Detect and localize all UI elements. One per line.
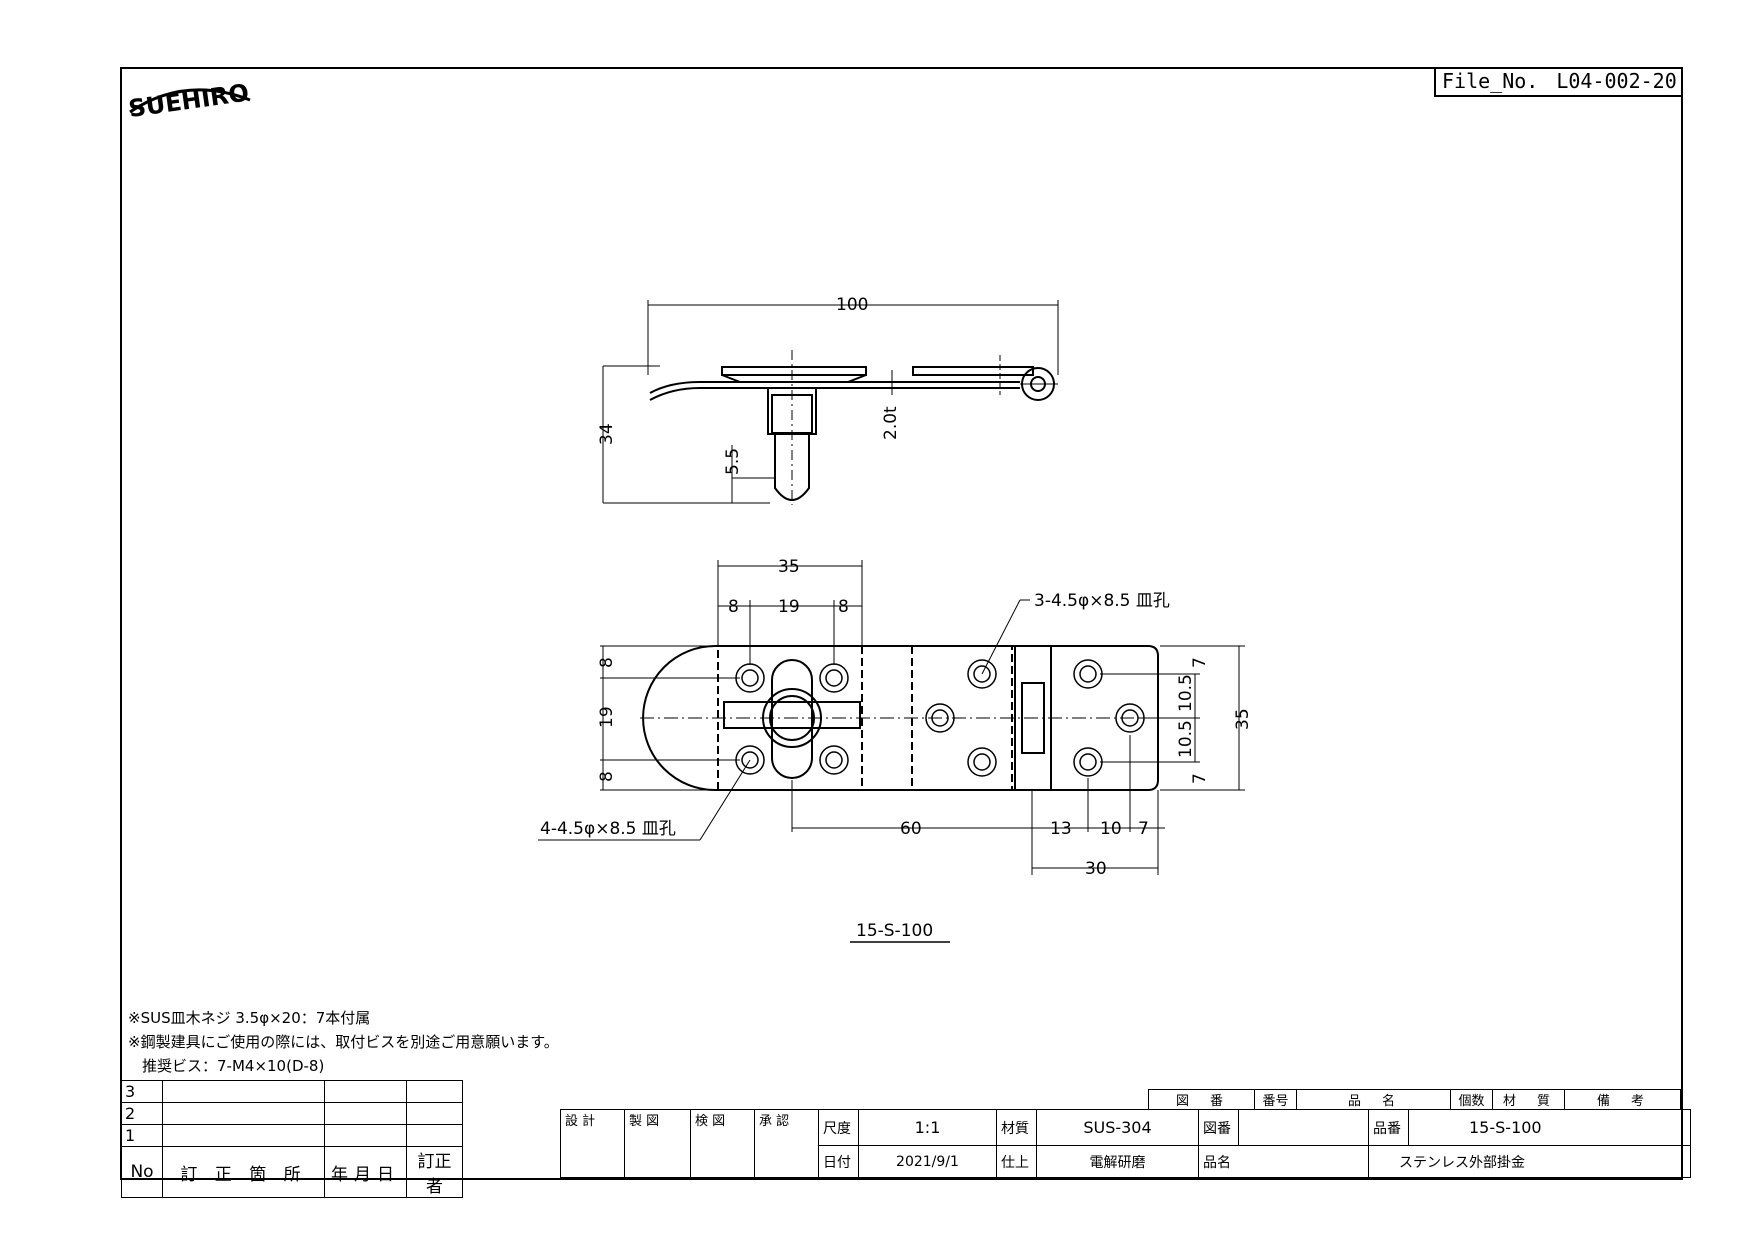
dim-right-v-bot: 7 xyxy=(1190,773,1210,784)
tb-product-label: 品番 xyxy=(1368,1109,1409,1146)
tb-drawing-no-label: 図番 xyxy=(1198,1109,1239,1146)
dim-right-v-total: 35 xyxy=(1233,708,1253,730)
rev-header-by: 訂正者 xyxy=(406,1146,463,1198)
dim-left-v-mid: 19 xyxy=(597,706,617,728)
rev-header-place: 訂 正 箇 所 xyxy=(162,1146,325,1198)
dim-right-v-top: 7 xyxy=(1190,657,1210,668)
dim-base-60: 60 xyxy=(900,819,922,839)
drawing-frame xyxy=(120,67,1683,1180)
rev-header-no: No xyxy=(121,1146,163,1198)
file-number-box: File_No. L04-002-20 xyxy=(1434,67,1683,97)
dim-side-length: 100 xyxy=(836,295,868,315)
dim-hole-mid: 19 xyxy=(778,597,800,617)
tb-date-value: 2021/9/1 xyxy=(858,1145,997,1178)
parts-drawing-no: 図 番 xyxy=(1148,1089,1255,1110)
parts-material: 材 質 xyxy=(1492,1089,1565,1110)
parts-name: 品 名 xyxy=(1296,1089,1451,1110)
tb-finish-value: 電解研磨 xyxy=(1036,1145,1199,1178)
dim-right-v-mid2: 10.5 xyxy=(1176,720,1196,758)
dim-base-13: 13 xyxy=(1050,819,1072,839)
hole-note-right: 3-4.5φ×8.5 皿孔 xyxy=(1034,591,1170,611)
title-block: 設 計 製 図 検 図 承 認 尺度 1:1 材質 SUS-304 図番 品番 … xyxy=(560,1109,1691,1178)
note-2: ※鋼製建具にご使用の際には、取付ビスを別途ご用意願います。 xyxy=(128,1033,559,1051)
suehiro-logo: SUEHIRO xyxy=(127,79,251,124)
dim-side-thickness: 2.0t xyxy=(881,406,901,440)
rev-no-1: 1 xyxy=(121,1124,163,1147)
dim-base-10: 10 xyxy=(1100,819,1122,839)
tb-product-value: 15-S-100 xyxy=(1408,1109,1691,1146)
tb-draw: 製 図 xyxy=(624,1109,691,1178)
tb-name-value: ステンレス外部掛金 xyxy=(1368,1145,1691,1178)
parts-header: 図 番 番号 品 名 個数 材 質 備 考 xyxy=(1148,1089,1681,1110)
tb-check: 検 図 xyxy=(690,1109,755,1178)
rev-no-3: 3 xyxy=(121,1080,163,1103)
tb-date-label: 日付 xyxy=(818,1145,859,1178)
dim-plate-width: 35 xyxy=(778,557,800,577)
plan-view xyxy=(538,560,1245,875)
dim-hole-left: 8 xyxy=(728,597,739,617)
tb-scale-label: 尺度 xyxy=(818,1109,859,1146)
hole-note-left: 4-4.5φ×8.5 皿孔 xyxy=(540,819,676,839)
dim-side-height: 34 xyxy=(597,423,617,445)
notes: ※SUS皿木ネジ 3.5φ×20：7本付属 ※鋼製建具にご使用の際には、取付ビス… xyxy=(128,1006,559,1078)
tb-approve: 承 認 xyxy=(754,1109,819,1178)
dim-base-30: 30 xyxy=(1085,859,1107,879)
rev-no-2: 2 xyxy=(121,1102,163,1125)
tb-finish-label: 仕上 xyxy=(996,1145,1037,1178)
logo-text: SUEHIRO xyxy=(127,79,251,124)
tb-design: 設 計 xyxy=(560,1109,625,1178)
side-view xyxy=(602,300,1059,505)
dim-hole-right: 8 xyxy=(838,597,849,617)
part-label: 15-S-100 xyxy=(856,921,933,941)
file-number-value: L04-002-20 xyxy=(1556,69,1677,93)
note-3: 推奨ビス：7-M4×10(D-8) xyxy=(142,1057,325,1075)
parts-qty: 個数 xyxy=(1450,1089,1493,1110)
revision-table: 3 2 1 No 訂 正 箇 所 年月日 訂正者 xyxy=(121,1080,463,1198)
note-1: ※SUS皿木ネジ 3.5φ×20：7本付属 xyxy=(128,1009,371,1027)
dim-left-v-bot: 8 xyxy=(597,771,617,782)
rev-header-date: 年月日 xyxy=(324,1146,407,1198)
dim-base-7: 7 xyxy=(1138,819,1149,839)
tb-material-value: SUS-304 xyxy=(1036,1109,1199,1146)
tb-material-label: 材質 xyxy=(996,1109,1037,1146)
tb-scale-value: 1:1 xyxy=(858,1109,997,1146)
dim-right-v-mid1: 10.5 xyxy=(1176,674,1196,712)
tb-name-label: 品名 xyxy=(1198,1145,1369,1178)
parts-remarks: 備 考 xyxy=(1564,1089,1681,1110)
dim-left-v-top: 8 xyxy=(597,657,617,668)
parts-number: 番号 xyxy=(1254,1089,1297,1110)
file-number-label: File_No. xyxy=(1442,69,1539,93)
dim-pin-length: 5.5 xyxy=(723,448,743,475)
